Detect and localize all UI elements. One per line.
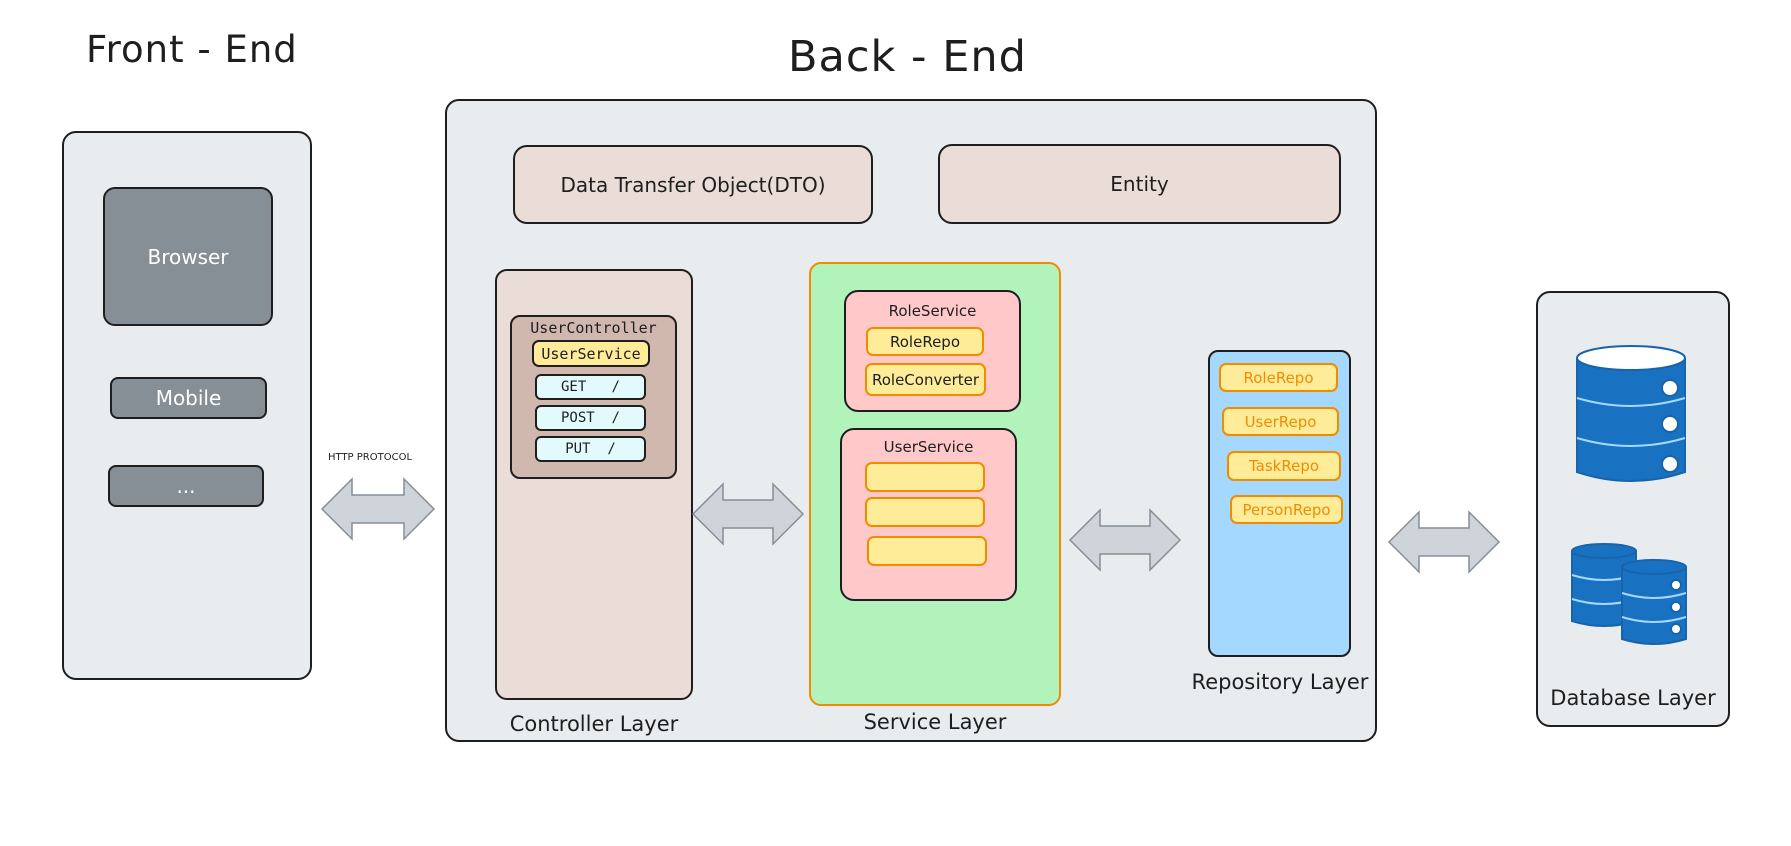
controller-user-service: UserService xyxy=(532,340,650,367)
repository-layer-label: Repository Layer xyxy=(1191,670,1369,694)
database-cluster-icon xyxy=(1571,543,1687,645)
dto-box: Data Transfer Object(DTO) xyxy=(513,145,873,224)
controller-service-arrow xyxy=(691,482,805,546)
user-repo: UserRepo xyxy=(1222,407,1339,436)
other-clients-label: ... xyxy=(176,474,196,498)
task-repo: TaskRepo xyxy=(1227,451,1341,481)
role-repo: RoleRepo xyxy=(1219,363,1338,392)
put-endpoint: PUT / xyxy=(535,436,646,462)
controller-layer-label: Controller Layer xyxy=(509,712,679,736)
mobile-label: Mobile xyxy=(155,386,222,410)
http-protocol-label: HTTP PROTOCOL xyxy=(328,452,413,463)
role-repo-dependency: RoleRepo xyxy=(866,327,984,356)
get-endpoint: GET / xyxy=(535,374,646,400)
back-end-title: Back - End xyxy=(788,32,1027,82)
database-icon xyxy=(1576,345,1686,482)
person-repo: PersonRepo xyxy=(1230,495,1343,524)
browser-label: Browser xyxy=(147,244,229,269)
post-endpoint: POST / xyxy=(535,405,646,431)
entity-box: Entity xyxy=(938,144,1341,224)
http-double-arrow xyxy=(320,477,436,541)
database-layer-label: Database Layer xyxy=(1550,686,1716,710)
user-controller-label: UserController xyxy=(530,319,657,337)
repository-database-arrow xyxy=(1387,510,1501,574)
browser-box: Browser xyxy=(103,187,273,326)
role-converter-dependency: RoleConverter xyxy=(865,363,986,396)
service-layer-label: Service Layer xyxy=(863,710,1007,734)
front-end-title: Front - End xyxy=(86,28,298,71)
role-service-label: RoleService xyxy=(888,302,977,320)
user-service-slot-3 xyxy=(867,536,987,566)
database-panel xyxy=(1536,291,1730,727)
other-clients-box: ... xyxy=(108,465,264,507)
service-repository-arrow xyxy=(1068,508,1182,572)
user-service-slot-2 xyxy=(865,497,985,527)
user-service-slot-1 xyxy=(865,462,985,492)
dto-label: Data Transfer Object(DTO) xyxy=(560,172,826,197)
mobile-box: Mobile xyxy=(110,377,267,419)
entity-label: Entity xyxy=(1110,172,1169,196)
user-service-label: UserService xyxy=(883,438,974,456)
